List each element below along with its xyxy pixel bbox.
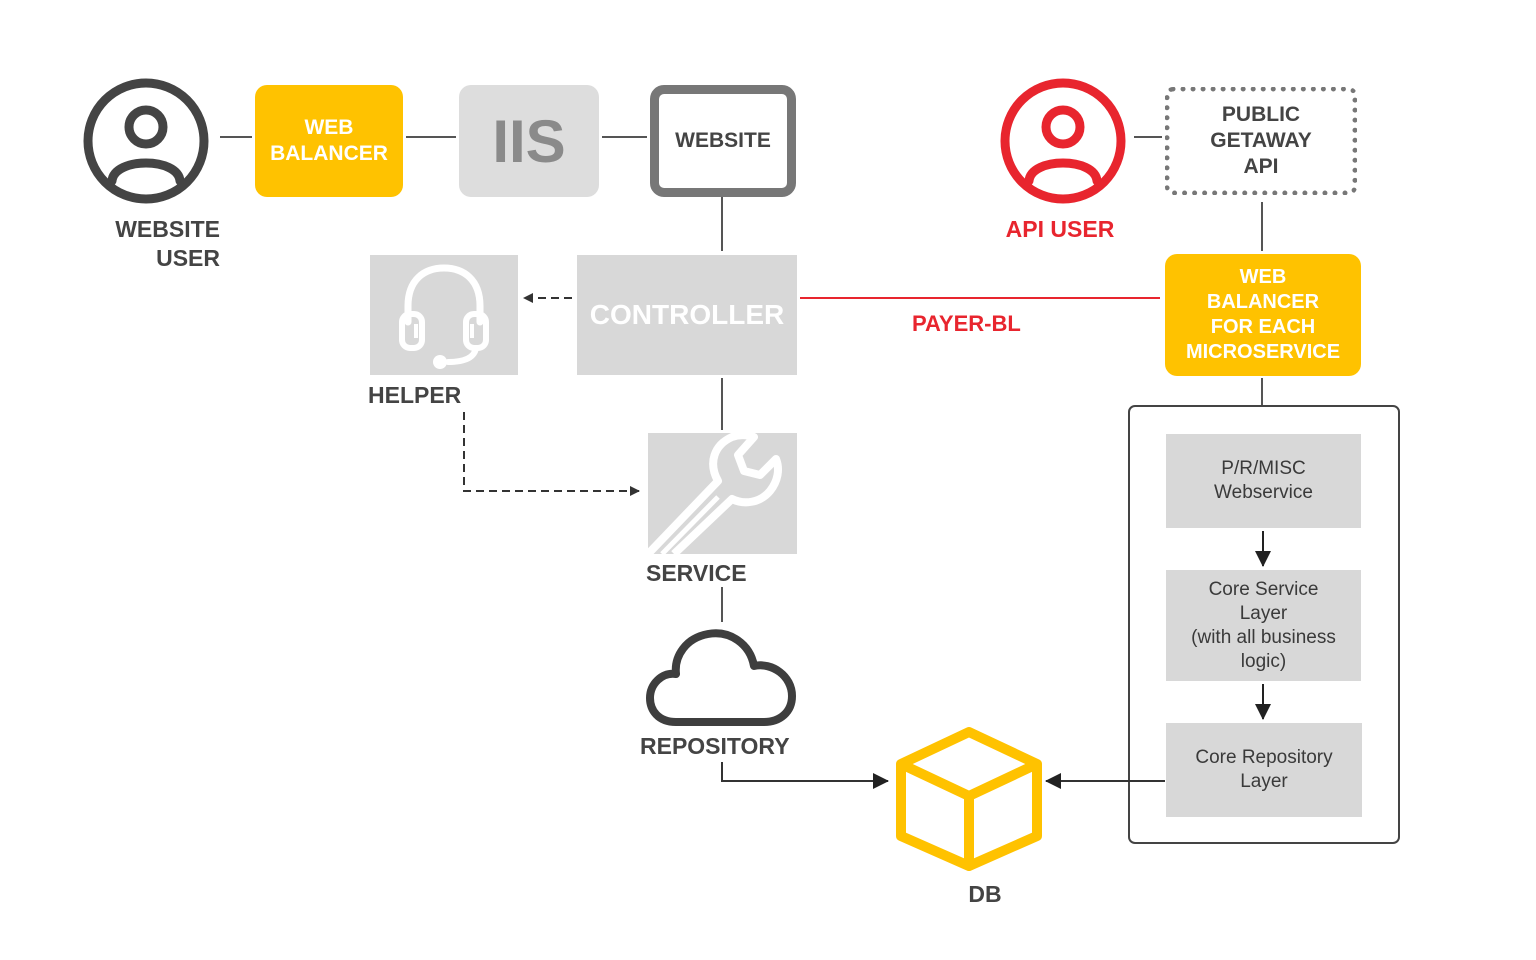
core-service-layer-node: Core Service Layer (with all business lo…: [1166, 570, 1361, 681]
user-icon: [1000, 78, 1126, 204]
website-user-label: WEBSITE USER: [115, 216, 220, 271]
controller-node: CONTROLLER: [577, 255, 797, 375]
core-repository-layer-node: Core Repository Layer: [1166, 723, 1362, 817]
repository-label: REPOSITORY: [640, 733, 790, 759]
web-balancer-microservice-node: WEB BALANCER FOR EACH MICROSERVICE: [1165, 254, 1361, 376]
public-gateway-node: PUBLIC GETAWAY API: [1165, 87, 1357, 195]
helper-node: [370, 255, 518, 375]
prmisc-webservice-node: P/R/MISC Webservice: [1166, 434, 1361, 528]
payer-bl-label: PAYER-BL: [912, 311, 1021, 336]
website-label: WEBSITE: [675, 129, 771, 152]
service-node: [648, 433, 797, 554]
headset-icon: [399, 264, 489, 369]
iis-label: IIS: [492, 107, 566, 175]
user-icon: [83, 78, 209, 204]
cube-icon: [896, 727, 1042, 871]
web-balancer-microservice-label: WEB BALANCER FOR EACH MICROSERVICE: [1185, 266, 1341, 363]
arrow-repository-db: [721, 762, 889, 789]
cloud-icon: [646, 629, 796, 726]
public-gateway-label: PUBLIC GETAWAY API: [1210, 103, 1312, 178]
web-balancer-label: WEB BALANCER: [270, 116, 388, 165]
service-label: SERVICE: [646, 560, 747, 586]
web-balancer-node: WEB BALANCER: [255, 85, 403, 197]
helper-label: HELPER: [368, 382, 462, 408]
api-user-label: API USER: [1005, 216, 1115, 242]
arrow-helper-service: [463, 412, 640, 496]
wrench-icon: [648, 433, 782, 554]
db-label: DB: [968, 881, 1002, 907]
controller-label: CONTROLLER: [589, 299, 785, 330]
microservice-container: [1128, 405, 1400, 844]
website-node: WEBSITE: [650, 85, 796, 197]
iis-node: IIS: [459, 85, 599, 197]
